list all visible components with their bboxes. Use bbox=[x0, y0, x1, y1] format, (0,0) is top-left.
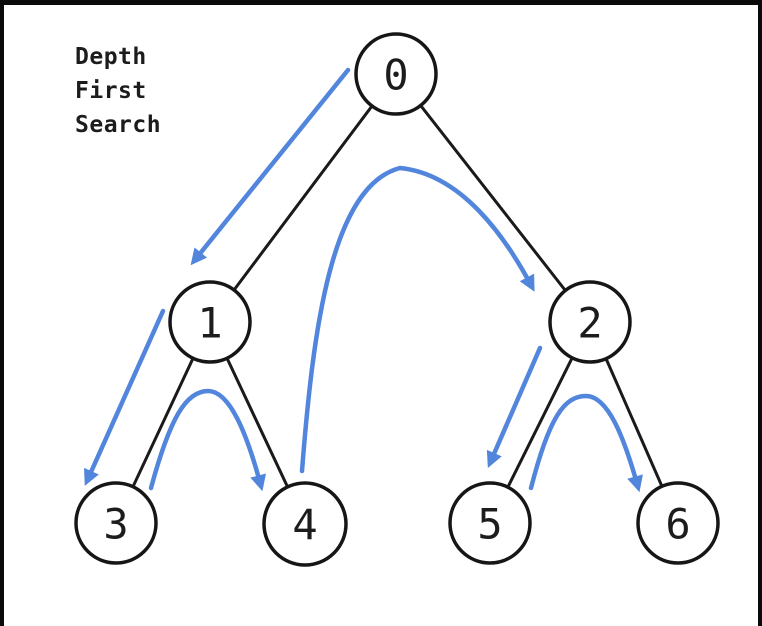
tree-node-6: 6 bbox=[636, 481, 720, 565]
node-circle-3 bbox=[74, 481, 158, 565]
tree-node-4: 4 bbox=[262, 481, 348, 567]
node-label-4: 4 bbox=[292, 501, 317, 550]
traversal-arrow-1-to-3 bbox=[84, 308, 166, 486]
node-circle-4 bbox=[262, 481, 348, 567]
traversal-arrow-2-to-5 bbox=[486, 345, 543, 468]
node-circle-6 bbox=[636, 481, 720, 565]
node-circle-1 bbox=[168, 280, 252, 364]
node-label-2: 2 bbox=[577, 299, 602, 348]
node-circle-0 bbox=[354, 32, 438, 116]
traversal-arrows bbox=[84, 67, 643, 493]
node-label-6: 6 bbox=[665, 500, 690, 549]
tree-edge-0-1 bbox=[208, 72, 398, 324]
traversal-arrow-0-to-1 bbox=[190, 67, 351, 266]
traversal-arrow-3-to-4 bbox=[148, 388, 267, 492]
tree-nodes: 0 1 2 3 4 5 6 bbox=[74, 32, 720, 567]
title-line-2: First bbox=[75, 78, 147, 104]
tree-node-0: 0 bbox=[354, 32, 438, 116]
node-label-3: 3 bbox=[103, 500, 128, 549]
tree-node-1: 1 bbox=[168, 280, 252, 364]
node-circle-5 bbox=[448, 481, 532, 565]
node-label-0: 0 bbox=[383, 51, 408, 100]
frame-border-left bbox=[0, 0, 4, 626]
traversal-arrow-5-to-6 bbox=[528, 393, 643, 493]
tree-node-3: 3 bbox=[74, 481, 158, 565]
node-label-5: 5 bbox=[477, 500, 502, 549]
title-line-3: Search bbox=[75, 112, 161, 138]
traversal-arrow-4-to-2 bbox=[299, 165, 535, 474]
tree-edge-0-2 bbox=[394, 72, 592, 324]
node-label-1: 1 bbox=[197, 299, 222, 348]
title-line-1: Depth bbox=[75, 44, 147, 70]
diagram-title: Depth First Search bbox=[75, 44, 161, 138]
node-circle-2 bbox=[548, 280, 632, 364]
tree-node-2: 2 bbox=[548, 280, 632, 364]
frame-border-top bbox=[0, 0, 762, 5]
frame-border-right bbox=[758, 0, 762, 626]
tree-node-5: 5 bbox=[448, 481, 532, 565]
